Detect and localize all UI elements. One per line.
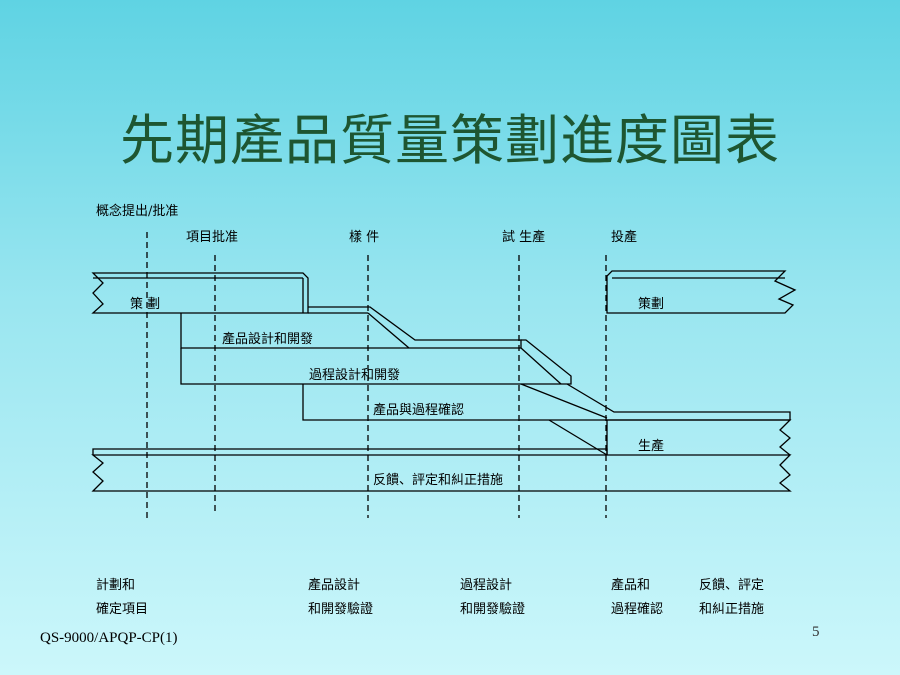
phase-label: 反饋、評定 和糾正措施: [699, 578, 765, 617]
phase-label: 計劃和 確定項目: [96, 578, 149, 617]
feedback-label: 反饋、評定和糾正措施: [373, 473, 503, 488]
feedback-bar: [92, 448, 608, 455]
product-design-label: 產品設計和開發: [222, 331, 313, 347]
phase-label: 產品設計 和開發驗證: [308, 578, 374, 617]
production-label: 生產: [638, 438, 664, 454]
page-title: 先期產品質量策劃進度圖表: [120, 109, 780, 172]
milestone-prototype-label: 樣 件: [349, 230, 379, 245]
validation-bar: [302, 383, 791, 421]
page-number: 5: [812, 624, 820, 640]
planning-bar-left: [91, 272, 309, 314]
phase-label: 產品和 過程確認: [611, 578, 664, 617]
phase-label: 過程設計 和開發驗證: [460, 578, 526, 617]
planning-bar-right: [606, 270, 797, 314]
planning-right-label: 策劃: [638, 296, 664, 312]
process-design-label: 過程設計和開發: [309, 367, 400, 383]
planning-left-label: 策 劃: [130, 296, 160, 312]
milestone-concept-label: 概念提出/批准: [96, 203, 178, 219]
validation-label: 產品與過程確認: [373, 402, 464, 418]
process-design-bar: [180, 339, 572, 385]
production-bar: [606, 419, 792, 456]
document-code: QS-9000/APQP-CP(1): [40, 630, 178, 646]
milestone-launch-label: 投產: [611, 229, 637, 245]
milestone-pilot-label: 試 生產: [502, 229, 545, 245]
milestone-program-approval-label: 項目批准: [186, 230, 238, 245]
